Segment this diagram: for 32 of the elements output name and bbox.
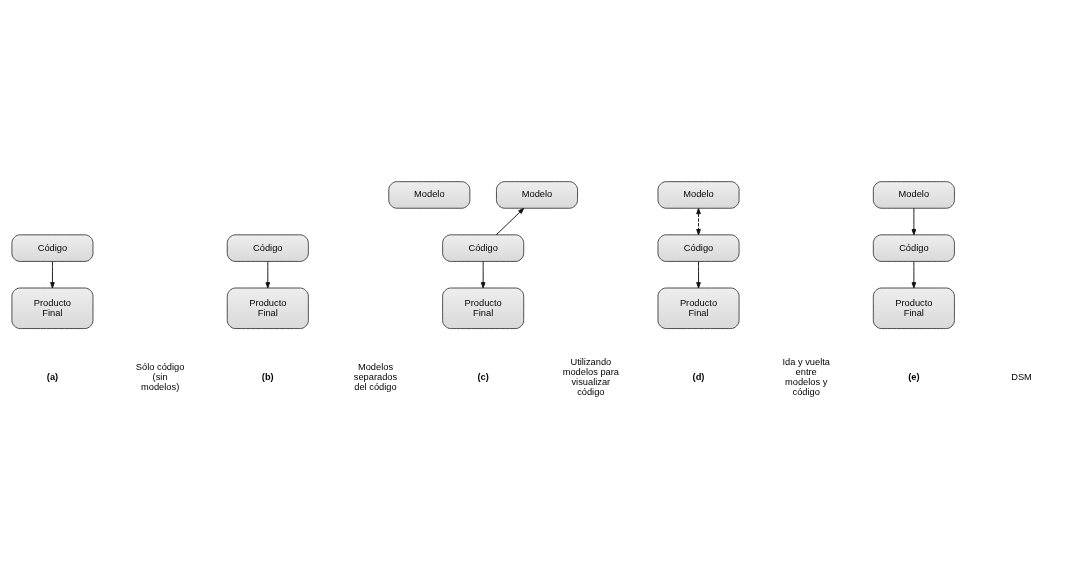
arrow (495, 207, 525, 236)
node-box: Código (226, 234, 309, 262)
label: (e) (908, 371, 920, 382)
label: (c) (477, 371, 489, 382)
arrow (480, 261, 486, 289)
node-box: Código (442, 234, 525, 262)
arrow (911, 261, 917, 289)
node-box: Código (872, 234, 955, 262)
node-box: Código (657, 234, 740, 262)
label: Modelos separados del código (353, 362, 398, 393)
node-box: Código (11, 234, 94, 262)
node-box: Modelo (657, 181, 740, 209)
node-box: Producto Final (872, 287, 955, 329)
node-box: Modelo (872, 181, 955, 209)
node-box: Modelo (496, 181, 578, 209)
label: Utilizando modelos para visualizar código (562, 357, 620, 398)
arrow (265, 261, 271, 289)
arrow (911, 207, 917, 236)
label: (a) (46, 371, 59, 382)
node-box: Producto Final (657, 287, 740, 329)
label: (d) (692, 371, 705, 382)
label: Ida y vuelta entre modelos y código (782, 357, 830, 398)
node-box: Producto Final (226, 287, 309, 329)
label: Sólo código (sin modelos) (135, 362, 185, 393)
arrow (696, 207, 701, 236)
node-box: Producto Final (442, 287, 525, 329)
node-box: Producto Final (11, 287, 94, 329)
arrow (696, 261, 701, 289)
node-box: Modelo (388, 181, 471, 209)
arrow (50, 261, 55, 289)
label: (b) (261, 371, 274, 382)
label: DSM (1011, 372, 1032, 383)
